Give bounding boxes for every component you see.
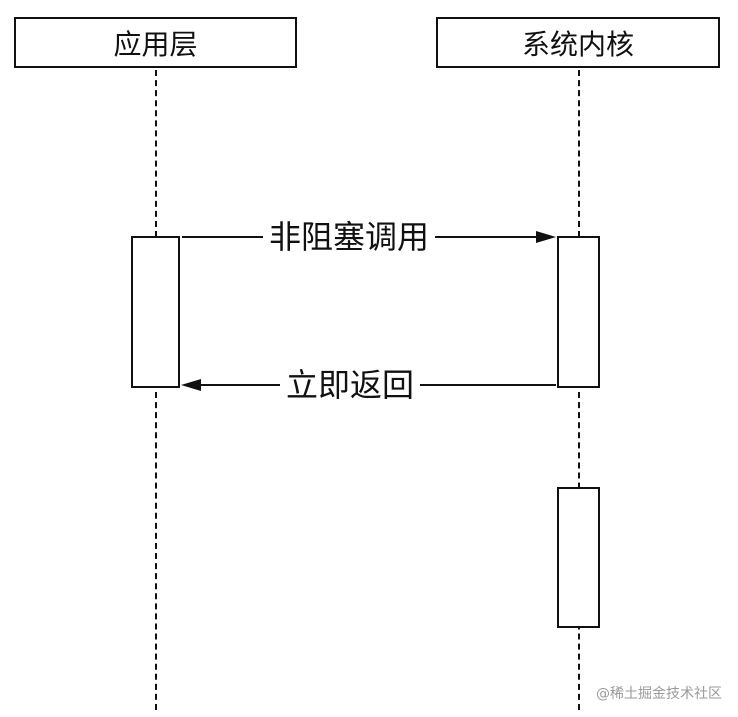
- participant-app-label: 应用层: [113, 27, 198, 61]
- watermark-text: @稀土掘金技术社区: [596, 686, 722, 702]
- participant-kernel-label: 系统内核: [521, 27, 634, 61]
- kernel-activation-box-2: [557, 487, 600, 628]
- call-arrowhead: [536, 231, 556, 243]
- participant-kernel-header: 系统内核: [436, 17, 720, 68]
- kernel-activation-box-1: [557, 236, 600, 388]
- app-activation-box: [131, 236, 180, 388]
- participant-app-header: 应用层: [14, 17, 297, 68]
- return-message-label: 立即返回: [280, 369, 421, 401]
- app-lifeline: [155, 70, 157, 710]
- return-arrowhead: [181, 379, 201, 391]
- call-message-label: 非阻塞调用: [263, 221, 436, 253]
- kernel-lifeline: [578, 70, 580, 710]
